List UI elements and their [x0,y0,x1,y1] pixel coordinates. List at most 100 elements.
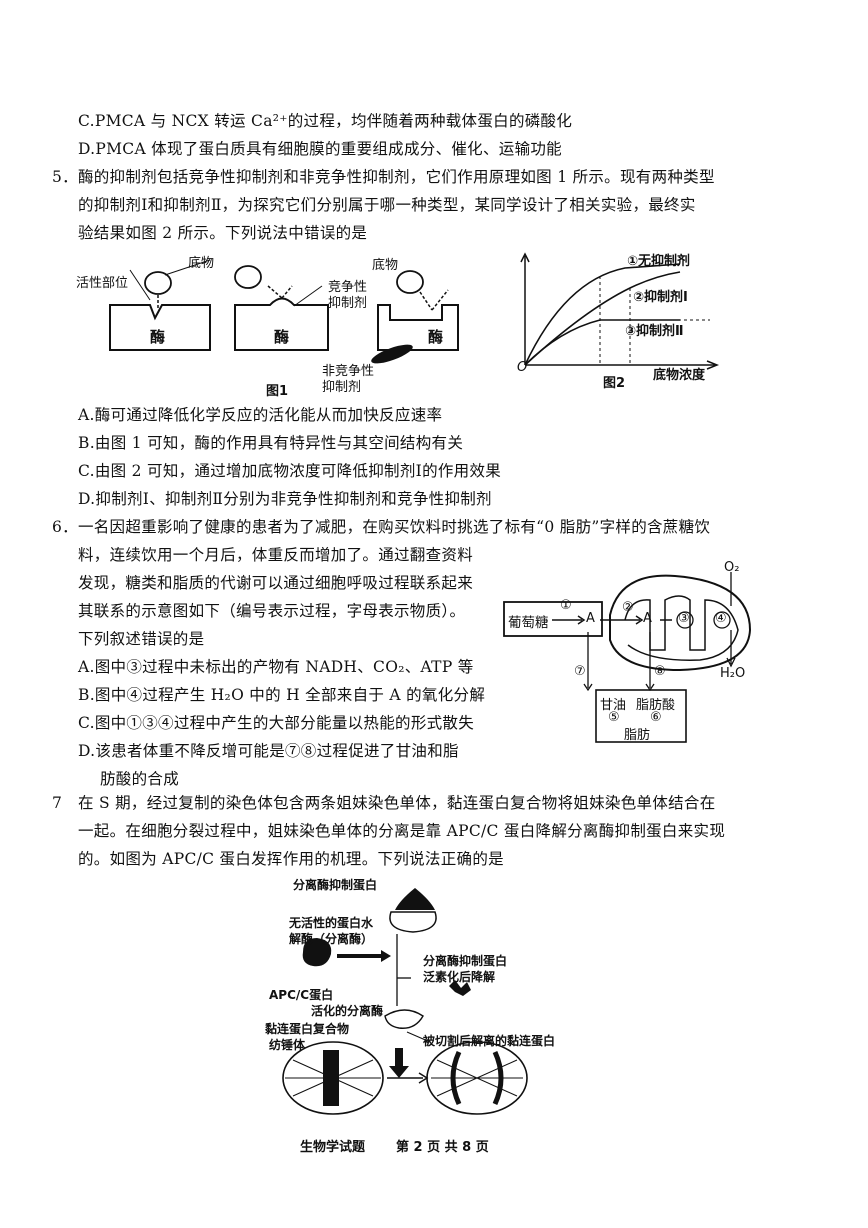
label-active-site: 活性部位 [76,276,129,291]
fat-box [595,689,687,743]
label-process-6: ⑥ [650,710,662,725]
apc-protein-shape [302,938,332,967]
q6-stem-line-5: 下列叙述错误的是 [78,630,205,648]
legend-no-inhibitor: ①无抑制剂 [627,254,691,269]
down-arrow-bold [395,1048,403,1068]
inhibitor-protein-shape [395,888,435,910]
label-separase-inhibitor: 分离酶抑制蛋白 [293,878,378,892]
arrow-head-7 [583,683,593,692]
q5-figure-2: ①无抑制剂 ②抑制剂Ⅰ ③抑制剂Ⅱ O 底物浓度 图2 [505,250,735,391]
label-competitive-2: 抑制剂 [328,296,368,311]
legend-inhibitor-1: ②抑制剂Ⅰ [633,290,688,305]
rate-curve-chart [520,252,720,370]
substrate-3 [396,270,424,294]
arrow-2b [281,285,293,299]
q6-option-a: A.图中③过程中未标出的产物有 NADH、CO₂、ATP 等 [78,658,474,676]
curve-no-inhibitor [524,263,681,366]
label-process-3: ③ [678,611,690,626]
q6-stem-line-1: 6．一名因超重影响了健康的患者为了减肥，在购买饮料时挑选了标有“0 脂肪”字样的… [52,518,711,536]
label-active-separase: 活化的分离酶 [311,1004,384,1018]
x-axis-label: 底物浓度 [653,368,706,383]
origin-label: O [517,360,528,375]
leader-cleaved [406,1031,431,1043]
curve-inhibitor-1 [524,271,681,366]
big-arrow-head [381,950,391,962]
y-axis-arrow [520,252,530,263]
label-competitive-1: 竞争性 [328,280,368,295]
apc-mechanism-svg [282,888,528,1115]
noncompetitive-inhibitor-shape [371,344,413,364]
label-process-7: ⑦ [574,664,586,679]
q6-stem-line-4: 其联系的示意图如下（编号表示过程，字母表示物质）。 [78,602,466,620]
legend-inhibitor-2: ③抑制剂Ⅱ [625,324,684,339]
enzyme-shape-3 [377,304,459,351]
label-fatty-acid: 脂肪酸 [636,698,676,713]
q5-stem-line-1: 5．酶的抑制剂包括竞争性抑制剂和非竞争性抑制剂，它们作用原理如图 1 所示。现有… [52,168,715,186]
q6-option-b: B.图中④过程产生 H₂O 中的 H 全部来自于 A 的氧化分解 [78,686,486,704]
arrow-head-1 [577,615,586,625]
label-a-1: A [586,611,595,626]
label-substrate-2: 底物 [372,258,399,273]
q7-stem-line-3: 的。如图为 APC/C 蛋白发挥作用的机理。下列说法正确的是 [78,850,504,868]
label-process-8: ⑧ [654,664,666,679]
label-h2o: H₂O [720,666,746,681]
arrow-2 [267,285,283,299]
label-cleaved-cohesin: 被切割后解离的黏连蛋白 [423,1034,556,1048]
arrow-3b [431,289,449,311]
label-o2: O₂ [724,560,740,575]
process-4-circle [713,611,731,629]
arrow-head-2 [635,615,644,625]
label-glycerol: 甘油 [600,698,627,713]
label-enzyme-2: 酶 [274,328,290,346]
q5-option-d: D.抑制剂Ⅰ、抑制剂Ⅱ分别为非竞争性抑制剂和竞争性抑制剂 [78,490,492,508]
label-noncompetitive-2: 抑制剂 [322,380,362,395]
mitochondrion-outer [609,574,752,672]
label-degrade-2: 泛素化后降解 [423,970,496,984]
label-enzyme-3: 酶 [428,328,444,346]
h2o-arrow-head [726,657,736,668]
cell-before [282,1041,384,1115]
q5-stem-line-3: 验结果如图 2 所示。下列说法中错误的是 [78,224,368,242]
footer-page-number: 第 2 页 共 8 页 [396,1140,489,1155]
label-apc: APC/C蛋白 [269,988,334,1002]
label-process-4: ④ [715,611,727,626]
degraded-fragments [449,980,471,996]
label-substrate-1: 底物 [188,256,215,271]
q6-stem-line-2: 料，连续饮用一个月后，体重反而增加了。通过翻查资料 [78,546,474,564]
enzyme-shape-2 [234,297,329,351]
substrate-2 [234,265,262,289]
enzyme-shape-1 [109,304,211,351]
process-3-circle [676,611,694,629]
label-process-2: ② [622,600,634,615]
leader-line-active-site [129,269,151,301]
q6-option-d-line-2: 肪酸的合成 [100,770,180,788]
curve-inhibitor-2 [524,319,680,366]
q5-option-b: B.由图 1 可知，酶的作用具有特异性与其空间结构有关 [78,434,464,452]
arrow-3 [419,291,433,311]
cytoplasm-box [503,601,603,637]
label-inactive-2: 解酶（分离酶） [289,932,374,946]
label-process-5: ⑤ [608,710,620,725]
enzyme-inhibition-diagram [109,259,459,364]
figure-2-caption: 图2 [603,376,626,391]
q7-stem-line-1: 7 在 S 期，经过复制的染色体包含两条姐妹染色单体，黏连蛋白复合物将姐妹染色单… [52,794,716,812]
label-fat: 脂肪 [624,728,651,743]
label-glucose: 葡萄糖 [508,615,549,631]
q7-stem-line-2: 一起。在细胞分裂过程中，姐妹染色单体的分离是靠 APC/C 蛋白降解分离酶抑制蛋… [78,822,726,840]
cohesin-chromosomes [323,1050,339,1106]
figure-1-caption: 图1 [266,384,289,399]
q6-option-c: C.图中①③④过程中产生的大部分能量以热能的形式散失 [78,714,475,732]
down-arrow-bold-head [389,1066,409,1078]
mitochondria-diagram [503,572,752,743]
leader-line-substrate-1 [164,259,211,276]
q7-apc-mechanism-diagram: 分离酶抑制蛋白 无活性的蛋白水 解酶（分离酶） 分离酶抑制蛋白 泛素化后降解 A… [255,870,595,1120]
label-degrade-1: 分离酶抑制蛋白 [423,954,508,968]
cell-after [426,1041,528,1115]
q5-figure-1: 活性部位 底物 酶 竞争性 抑制剂 酶 底物 酶 非竞争性 抑制剂 图1 [70,250,490,400]
q5-stem-line-2: 的抑制剂Ⅰ和抑制剂Ⅱ，为探究它们分别属于哪一种类型，某同学设计了相关实验，最终实 [78,196,696,214]
active-separase-shape [384,1009,424,1029]
label-process-1: ① [560,598,572,613]
q4-option-c: C.PMCA 与 NCX 转运 Ca²⁺的过程，均伴随着两种载体蛋白的磷酸化 [78,112,573,130]
inactive-separase-shape [389,911,437,933]
label-a-2: A [643,611,652,626]
